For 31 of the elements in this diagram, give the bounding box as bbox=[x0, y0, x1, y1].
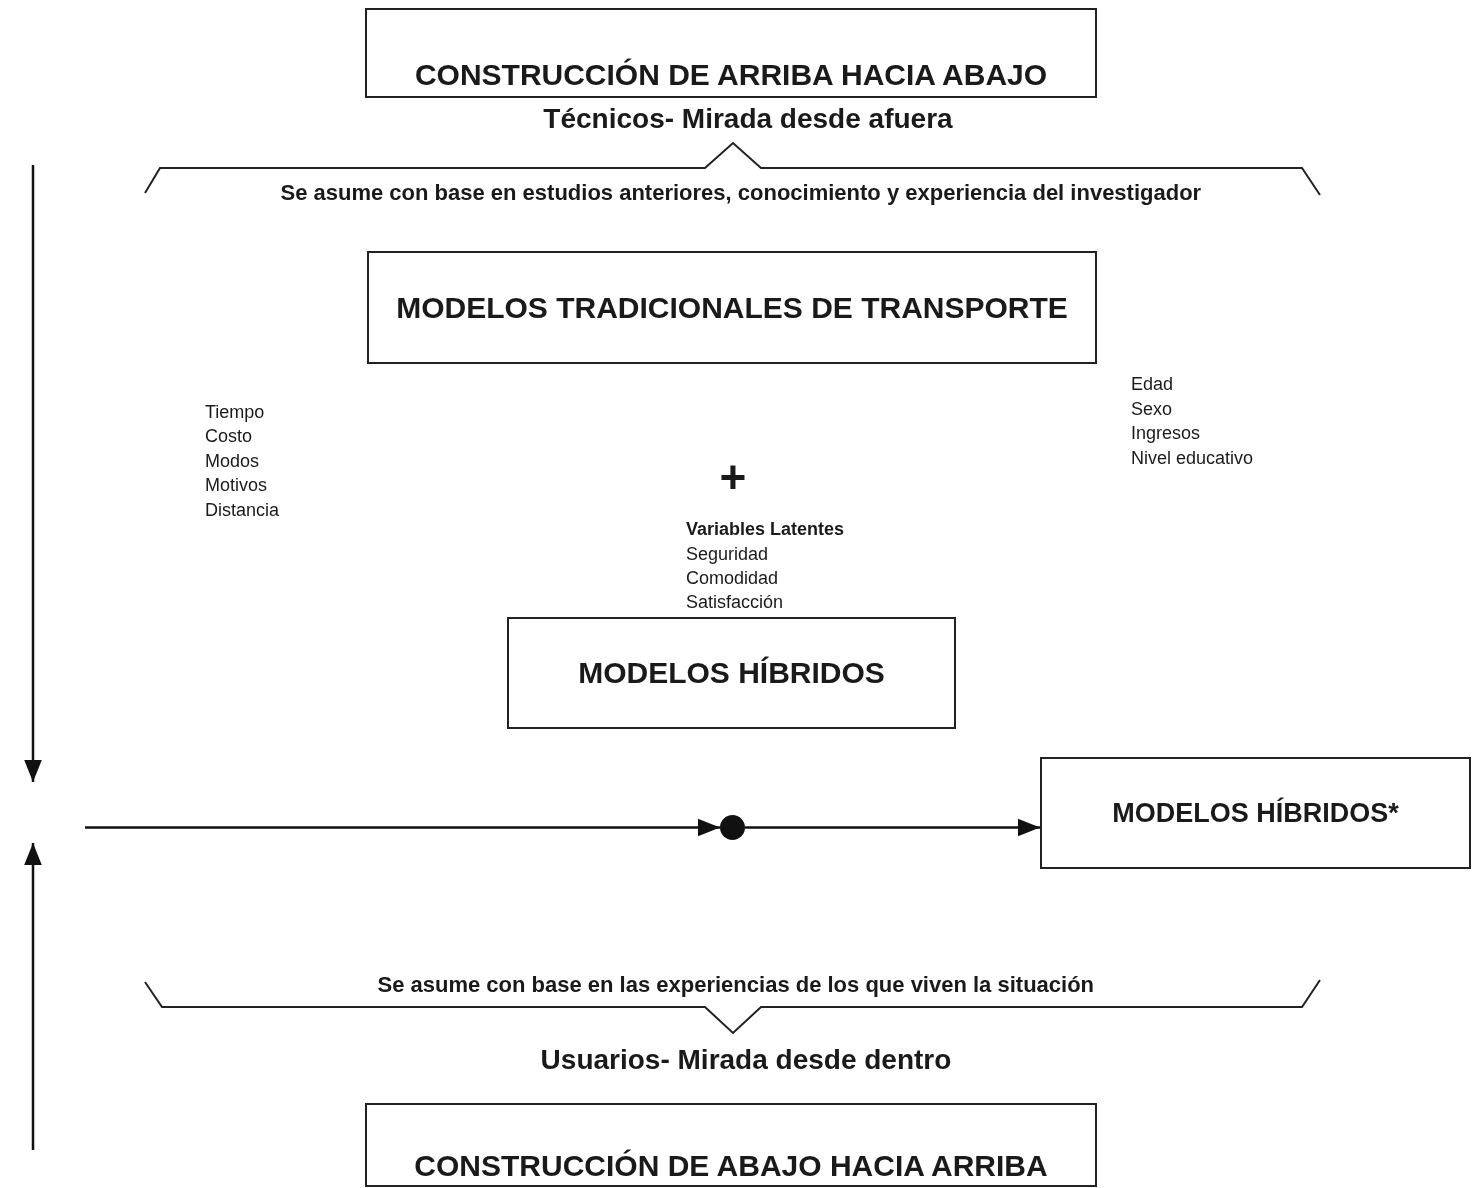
junction-dot bbox=[720, 815, 745, 840]
variable-item: Edad bbox=[1131, 375, 1174, 395]
variable-item: Sexo bbox=[1131, 400, 1173, 420]
variable-item: Ingresos bbox=[1131, 424, 1201, 444]
model-box bbox=[1040, 757, 1471, 869]
variables-heading: Variables Latentes bbox=[686, 520, 845, 540]
arrow bbox=[85, 818, 720, 837]
variable-item: Modos bbox=[205, 452, 260, 472]
model-box bbox=[367, 251, 1097, 364]
variable-item: Nivel educativo bbox=[1131, 449, 1254, 469]
perspective-caption: Técnicos- Mirada desde afuera bbox=[542, 104, 954, 135]
arrow bbox=[745, 818, 1040, 837]
variable-item: Motivos bbox=[205, 476, 267, 496]
model-box bbox=[365, 8, 1097, 98]
variable-item: Costo bbox=[205, 427, 253, 447]
perspective-caption: Usuarios- Mirada desde dentro bbox=[539, 1045, 953, 1076]
model-box bbox=[507, 617, 956, 729]
box-title: CONSTRUCCIÓN DE ABAJO HACIA ARRIBA bbox=[414, 1149, 1048, 1183]
variable-item: Tiempo bbox=[205, 403, 265, 423]
variable-item: Satisfacción bbox=[686, 593, 784, 613]
box-title: MODELOS TRADICIONALES DE TRANSPORTE bbox=[396, 290, 1068, 325]
brace-note: Se asume con base en estudios anteriores, conocimiento y experiencia del investigador bbox=[280, 181, 1202, 206]
variable-item: Comodidad bbox=[686, 569, 779, 589]
box-title: CONSTRUCCIÓN DE ARRIBA HACIA ABAJO bbox=[414, 58, 1048, 92]
variable-item: Distancia bbox=[205, 501, 280, 521]
variable-item: Seguridad bbox=[686, 545, 769, 565]
brace-note: Se asume con base en las experiencias de los que viven la situación bbox=[377, 973, 1095, 998]
plus-sign: + bbox=[719, 452, 747, 503]
box-title: MODELOS HÍBRIDOS* bbox=[1112, 797, 1399, 829]
box-title: MODELOS HÍBRIDOS bbox=[578, 656, 885, 690]
model-box bbox=[365, 1103, 1097, 1187]
